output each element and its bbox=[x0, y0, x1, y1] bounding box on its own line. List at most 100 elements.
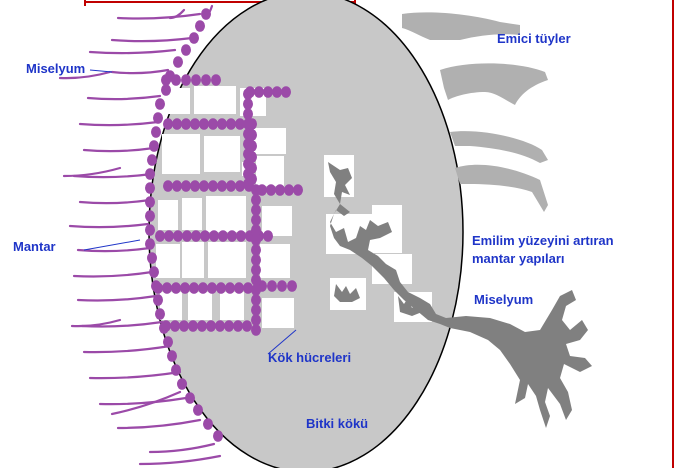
hypha-cell-dot bbox=[181, 118, 191, 130]
root-cell bbox=[262, 298, 294, 328]
hypha-cell-dot bbox=[189, 282, 199, 294]
hypha-cell-dot bbox=[171, 74, 181, 86]
hypha-cell-dot bbox=[242, 320, 252, 332]
hypha-cell-dot bbox=[171, 364, 181, 376]
hypha-cell-dot bbox=[201, 8, 211, 20]
hypha-cell-dot bbox=[190, 118, 200, 130]
hypha-cell-dot bbox=[181, 74, 191, 86]
label-mycelium-right: Miselyum bbox=[474, 292, 533, 308]
hypha-strand bbox=[150, 444, 214, 452]
hypha-cell-dot bbox=[200, 230, 210, 242]
root-cell bbox=[208, 242, 246, 278]
hypha-cell-dot bbox=[147, 252, 157, 264]
hypha-cell-dot bbox=[251, 204, 261, 216]
hypha-strand bbox=[118, 420, 200, 428]
hypha-cell-dot bbox=[251, 244, 261, 256]
hypha-cell-dot bbox=[145, 168, 155, 180]
hypha-cell-dot bbox=[153, 282, 163, 294]
hypha-cell-dot bbox=[147, 154, 157, 166]
hypha-cell-dot bbox=[190, 180, 200, 192]
hypha-cell-dot bbox=[181, 44, 191, 56]
hypha-cell-dot bbox=[215, 320, 225, 332]
hypha-cell-dot bbox=[153, 294, 163, 306]
root-cell bbox=[182, 242, 204, 278]
hypha-cell-dot bbox=[188, 320, 198, 332]
hypha-cell-dot bbox=[199, 118, 209, 130]
hypha-cell-dot bbox=[155, 308, 165, 320]
hypha-cell-dot bbox=[155, 230, 165, 242]
hypha-cell-dot bbox=[263, 86, 273, 98]
hypha-strand bbox=[78, 296, 156, 301]
root-cell bbox=[220, 292, 244, 320]
hypha-cell-dot bbox=[172, 180, 182, 192]
root-cell bbox=[158, 200, 178, 230]
hypha-cell-dot bbox=[281, 86, 291, 98]
label-fungus: Mantar bbox=[13, 239, 56, 255]
root-cell bbox=[204, 136, 240, 172]
hypha-cell-dot bbox=[208, 118, 218, 130]
hypha-cell-dot bbox=[234, 282, 244, 294]
hypha-cell-dot bbox=[251, 284, 261, 296]
hypha-cell-dot bbox=[164, 230, 174, 242]
hypha-cell-dot bbox=[167, 350, 177, 362]
hypha-cell-dot bbox=[216, 282, 226, 294]
hypha-strand bbox=[112, 70, 168, 73]
hypha-cell-dot bbox=[251, 264, 261, 276]
label-root-cells: Kök hücreleri bbox=[268, 350, 351, 366]
hypha-cell-dot bbox=[145, 224, 155, 236]
root-cell bbox=[162, 134, 200, 174]
hypha-strand bbox=[118, 14, 200, 19]
hypha-cell-dot bbox=[149, 266, 159, 278]
hypha-cell-dot bbox=[277, 280, 287, 292]
hypha-cell-dot bbox=[153, 112, 163, 124]
root-cell bbox=[260, 244, 290, 278]
hypha-cell-dot bbox=[284, 184, 294, 196]
hypha-cell-dot bbox=[287, 280, 297, 292]
hypha-cell-dot bbox=[251, 314, 261, 326]
hypha-cell-dot bbox=[243, 108, 253, 120]
hypha-cell-dot bbox=[247, 162, 257, 174]
hypha-cell-dot bbox=[182, 230, 192, 242]
hypha-cell-dot bbox=[189, 32, 199, 44]
hypha-cell-dot bbox=[226, 180, 236, 192]
hypha-strand bbox=[72, 320, 120, 326]
root-cell bbox=[168, 88, 190, 114]
hypha-cell-dot bbox=[170, 320, 180, 332]
hypha-cell-dot bbox=[213, 430, 223, 442]
hypha-strand bbox=[84, 346, 170, 352]
hypha-cell-dot bbox=[251, 324, 261, 336]
root-cell bbox=[182, 198, 202, 230]
hypha-strand bbox=[64, 168, 120, 176]
hypha-cell-dot bbox=[162, 282, 172, 294]
hypha-cell-dot bbox=[218, 230, 228, 242]
hypha-cell-dot bbox=[163, 180, 173, 192]
hypha-cell-dot bbox=[254, 86, 264, 98]
hypha-cell-dot bbox=[181, 180, 191, 192]
hypha-cell-dot bbox=[145, 210, 155, 222]
hypha-cell-dot bbox=[173, 230, 183, 242]
hypha-cell-dot bbox=[145, 238, 155, 250]
hypha-strand bbox=[100, 398, 186, 404]
pointer-line bbox=[90, 70, 112, 72]
root-cell bbox=[188, 292, 212, 320]
hypha-cell-dot bbox=[243, 88, 253, 100]
hypha-cell-dot bbox=[251, 234, 261, 246]
hypha-cell-dot bbox=[251, 294, 261, 306]
hypha-cell-dot bbox=[149, 140, 159, 152]
hypha-cell-dot bbox=[203, 418, 213, 430]
hypha-cell-dot bbox=[247, 173, 257, 185]
hypha-cell-dot bbox=[161, 74, 171, 86]
hypha-cell-dot bbox=[247, 118, 257, 130]
hypha-cell-dot bbox=[161, 84, 171, 96]
pointer-line bbox=[84, 240, 140, 250]
hypha-cell-dot bbox=[224, 320, 234, 332]
root-hair bbox=[440, 63, 548, 105]
hypha-strand bbox=[70, 224, 148, 227]
hypha-strand bbox=[80, 122, 158, 125]
root-hair bbox=[450, 131, 548, 163]
hypha-cell-dot bbox=[266, 184, 276, 196]
hypha-cell-dot bbox=[145, 182, 155, 194]
label-absorption-line2: mantar yapıları bbox=[472, 251, 565, 267]
hypha-strand bbox=[90, 50, 175, 53]
